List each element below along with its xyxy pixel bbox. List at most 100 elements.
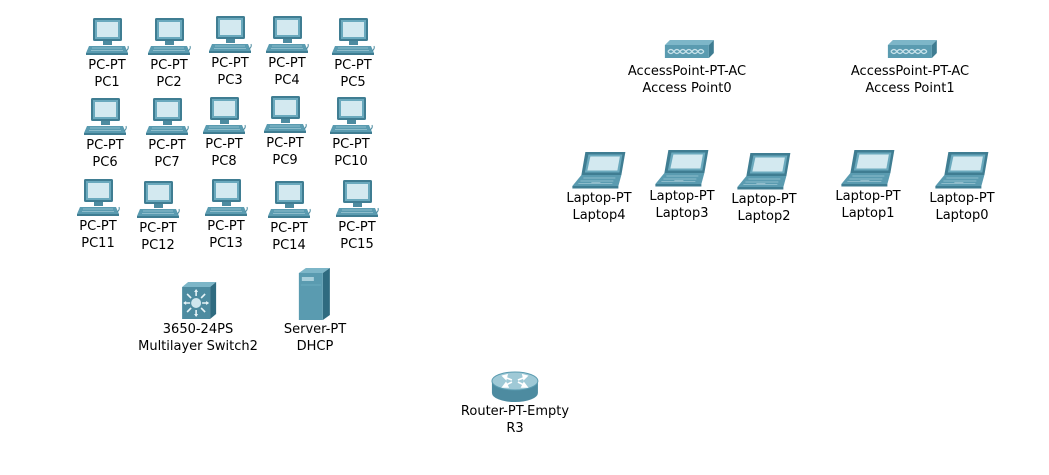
device-model-label: PC-PT bbox=[139, 221, 177, 236]
pc13-device[interactable]: PC-PT PC13 bbox=[204, 178, 248, 252]
device-name-label: PC5 bbox=[340, 75, 366, 90]
device-name-label: Laptop4 bbox=[572, 208, 626, 223]
device-model-label: PC-PT bbox=[86, 138, 124, 153]
pc-icon bbox=[145, 97, 189, 137]
laptop-icon bbox=[654, 148, 710, 188]
access-point1-device[interactable]: AccessPoint-PT-AC Access Point1 bbox=[851, 39, 969, 97]
pc9-device[interactable]: PC-PT PC9 bbox=[263, 95, 307, 169]
device-model-label: AccessPoint-PT-AC bbox=[850, 64, 970, 79]
multilayer-switch-icon bbox=[178, 281, 218, 321]
device-model-label: PC-PT bbox=[79, 219, 117, 234]
pc-icon bbox=[331, 17, 375, 57]
laptop2-device[interactable]: Laptop-PT Laptop2 bbox=[731, 151, 797, 225]
device-model-label: PC-PT bbox=[332, 137, 370, 152]
device-name-label: PC6 bbox=[92, 155, 118, 170]
device-name-label: Multilayer Switch2 bbox=[138, 339, 258, 354]
access-point-icon bbox=[660, 39, 714, 63]
device-model-label: AccessPoint-PT-AC bbox=[627, 64, 747, 79]
laptop-icon bbox=[736, 151, 792, 191]
dhcp-server-device[interactable]: Server-PT DHCP bbox=[284, 267, 346, 355]
pc14-device[interactable]: PC-PT PC14 bbox=[267, 180, 311, 254]
device-name-label: PC12 bbox=[141, 238, 175, 253]
server-icon bbox=[297, 267, 333, 321]
pc3-device[interactable]: PC-PT PC3 bbox=[208, 15, 252, 89]
pc2-device[interactable]: PC-PT PC2 bbox=[147, 17, 191, 91]
pc4-device[interactable]: PC-PT PC4 bbox=[265, 15, 309, 89]
device-model-label: PC-PT bbox=[268, 56, 306, 71]
laptop1-device[interactable]: Laptop-PT Laptop1 bbox=[835, 148, 901, 222]
pc8-device[interactable]: PC-PT PC8 bbox=[202, 96, 246, 170]
device-model-label: PC-PT bbox=[266, 136, 304, 151]
device-model-label: PC-PT bbox=[334, 58, 372, 73]
device-name-label: Laptop1 bbox=[841, 206, 895, 221]
device-model-label: Router-PT-Empty bbox=[460, 404, 570, 419]
pc15-device[interactable]: PC-PT PC15 bbox=[335, 179, 379, 253]
device-name-label: PC7 bbox=[154, 155, 180, 170]
device-name-label: PC14 bbox=[272, 238, 306, 253]
pc-icon bbox=[263, 95, 307, 135]
device-name-label: PC4 bbox=[274, 73, 300, 88]
pc-icon bbox=[335, 179, 379, 219]
device-name-label: PC15 bbox=[340, 237, 374, 252]
device-name-label: PC10 bbox=[334, 154, 368, 169]
pc-icon bbox=[136, 180, 180, 220]
device-model-label: 3650-24PS bbox=[162, 322, 234, 337]
pc-icon bbox=[265, 15, 309, 55]
laptop-icon bbox=[840, 148, 896, 188]
pc-icon bbox=[329, 96, 373, 136]
pc5-device[interactable]: PC-PT PC5 bbox=[331, 17, 375, 91]
device-model-label: Laptop-PT bbox=[566, 191, 632, 206]
device-name-label: PC9 bbox=[272, 153, 298, 168]
device-model-label: PC-PT bbox=[88, 58, 126, 73]
device-model-label: PC-PT bbox=[270, 221, 308, 236]
laptop3-device[interactable]: Laptop-PT Laptop3 bbox=[649, 148, 715, 222]
device-name-label: Laptop2 bbox=[737, 209, 791, 224]
laptop-icon bbox=[934, 150, 990, 190]
device-model-label: PC-PT bbox=[207, 219, 245, 234]
pc12-device[interactable]: PC-PT PC12 bbox=[136, 180, 180, 254]
pc10-device[interactable]: PC-PT PC10 bbox=[329, 96, 373, 170]
pc-icon bbox=[83, 97, 127, 137]
pc-icon bbox=[267, 180, 311, 220]
device-name-label: Laptop0 bbox=[935, 208, 989, 223]
pc-icon bbox=[208, 15, 252, 55]
router-r3-device[interactable]: Router-PT-Empty R3 bbox=[461, 369, 569, 437]
laptop0-device[interactable]: Laptop-PT Laptop0 bbox=[929, 150, 995, 224]
pc-icon bbox=[76, 178, 120, 218]
device-model-label: PC-PT bbox=[338, 220, 376, 235]
device-name-label: PC3 bbox=[217, 73, 243, 88]
device-name-label: PC8 bbox=[211, 154, 237, 169]
device-model-label: PC-PT bbox=[150, 58, 188, 73]
pc7-device[interactable]: PC-PT PC7 bbox=[145, 97, 189, 171]
access-point0-device[interactable]: AccessPoint-PT-AC Access Point0 bbox=[628, 39, 746, 97]
device-model-label: Laptop-PT bbox=[649, 189, 715, 204]
pc1-device[interactable]: PC-PT PC1 bbox=[85, 17, 129, 91]
device-model-label: PC-PT bbox=[211, 56, 249, 71]
device-name-label: PC1 bbox=[94, 75, 120, 90]
laptop-icon bbox=[571, 150, 627, 190]
device-model-label: Laptop-PT bbox=[731, 192, 797, 207]
device-name-label: R3 bbox=[506, 421, 524, 436]
device-name-label: Access Point1 bbox=[865, 81, 955, 96]
device-name-label: DHCP bbox=[296, 339, 334, 354]
laptop4-device[interactable]: Laptop-PT Laptop4 bbox=[566, 150, 632, 224]
router-icon bbox=[490, 369, 540, 403]
device-model-label: Laptop-PT bbox=[929, 191, 995, 206]
pc-icon bbox=[202, 96, 246, 136]
pc-icon bbox=[85, 17, 129, 57]
device-name-label: Laptop3 bbox=[655, 206, 709, 221]
multilayer-switch2-device[interactable]: 3650-24PS Multilayer Switch2 bbox=[138, 281, 258, 355]
device-model-label: PC-PT bbox=[205, 137, 243, 152]
device-name-label: PC2 bbox=[156, 75, 182, 90]
device-model-label: Laptop-PT bbox=[835, 189, 901, 204]
device-model-label: PC-PT bbox=[148, 138, 186, 153]
device-model-label: Server-PT bbox=[283, 322, 347, 337]
pc11-device[interactable]: PC-PT PC11 bbox=[76, 178, 120, 252]
pc6-device[interactable]: PC-PT PC6 bbox=[83, 97, 127, 171]
pc-icon bbox=[147, 17, 191, 57]
device-name-label: Access Point0 bbox=[642, 81, 732, 96]
device-name-label: PC13 bbox=[209, 236, 243, 251]
access-point-icon bbox=[883, 39, 937, 63]
pc-icon bbox=[204, 178, 248, 218]
